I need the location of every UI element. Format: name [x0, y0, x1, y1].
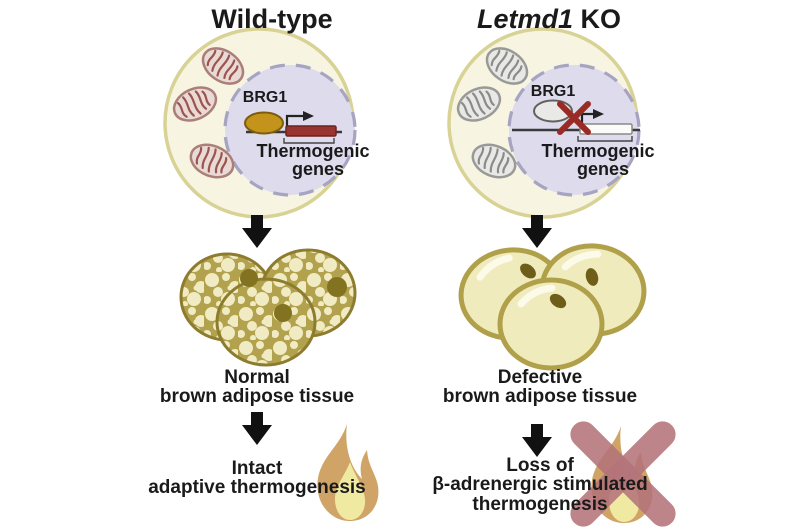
adipocyte-nucleus [585, 268, 599, 286]
brg1-label-right: BRG1 [530, 83, 576, 100]
outcome-label-left: Intact adaptive thermogenesis [148, 458, 366, 499]
outcome-label-right: Loss of β-adrenergic stimulated thermoge… [432, 455, 648, 515]
adipocyte-nucleus [327, 277, 347, 297]
transcription-arrowhead [593, 109, 604, 119]
down-arrow-icon [522, 424, 552, 457]
adipocyte-nucleus [520, 263, 536, 279]
crossed-flame-icon [570, 421, 676, 527]
defective-adipose-tissue-illustration [457, 241, 649, 368]
tissue-label-left: Normal brown adipose tissue [159, 367, 355, 408]
thermogenic-genes-label-right: Thermogenic genes [541, 141, 655, 179]
right-column-title: Letmd1 KO [476, 4, 622, 34]
inhibition-cross-icon [557, 101, 591, 135]
ko-cell-illustration [447, 27, 641, 219]
gene-bracket [577, 136, 633, 142]
gene-bracket [283, 138, 335, 144]
brg1-label-left: BRG1 [242, 89, 288, 106]
x-bar [570, 421, 676, 527]
thermogenic-gene-active [285, 125, 337, 137]
wildtype-cell-illustration [163, 27, 357, 219]
brg1-protein-active [244, 111, 284, 135]
adipocyte-nucleus [240, 269, 258, 287]
down-arrow-icon [242, 412, 272, 445]
left-column-title: Wild-type [211, 4, 333, 34]
adipocyte [500, 280, 602, 368]
transcription-arrowhead [303, 111, 314, 121]
down-arrow-icon [242, 215, 272, 248]
adipocyte-nucleus [274, 304, 292, 322]
adipocyte-nucleus [549, 293, 567, 309]
tissue-label-right: Defective brown adipose tissue [442, 367, 638, 408]
thermogenic-genes-label-left: Thermogenic genes [256, 141, 370, 179]
thermogenic-gene-inactive [579, 123, 633, 135]
brown-adipose-tissue-illustration [179, 248, 357, 367]
down-arrow-icon [522, 215, 552, 248]
